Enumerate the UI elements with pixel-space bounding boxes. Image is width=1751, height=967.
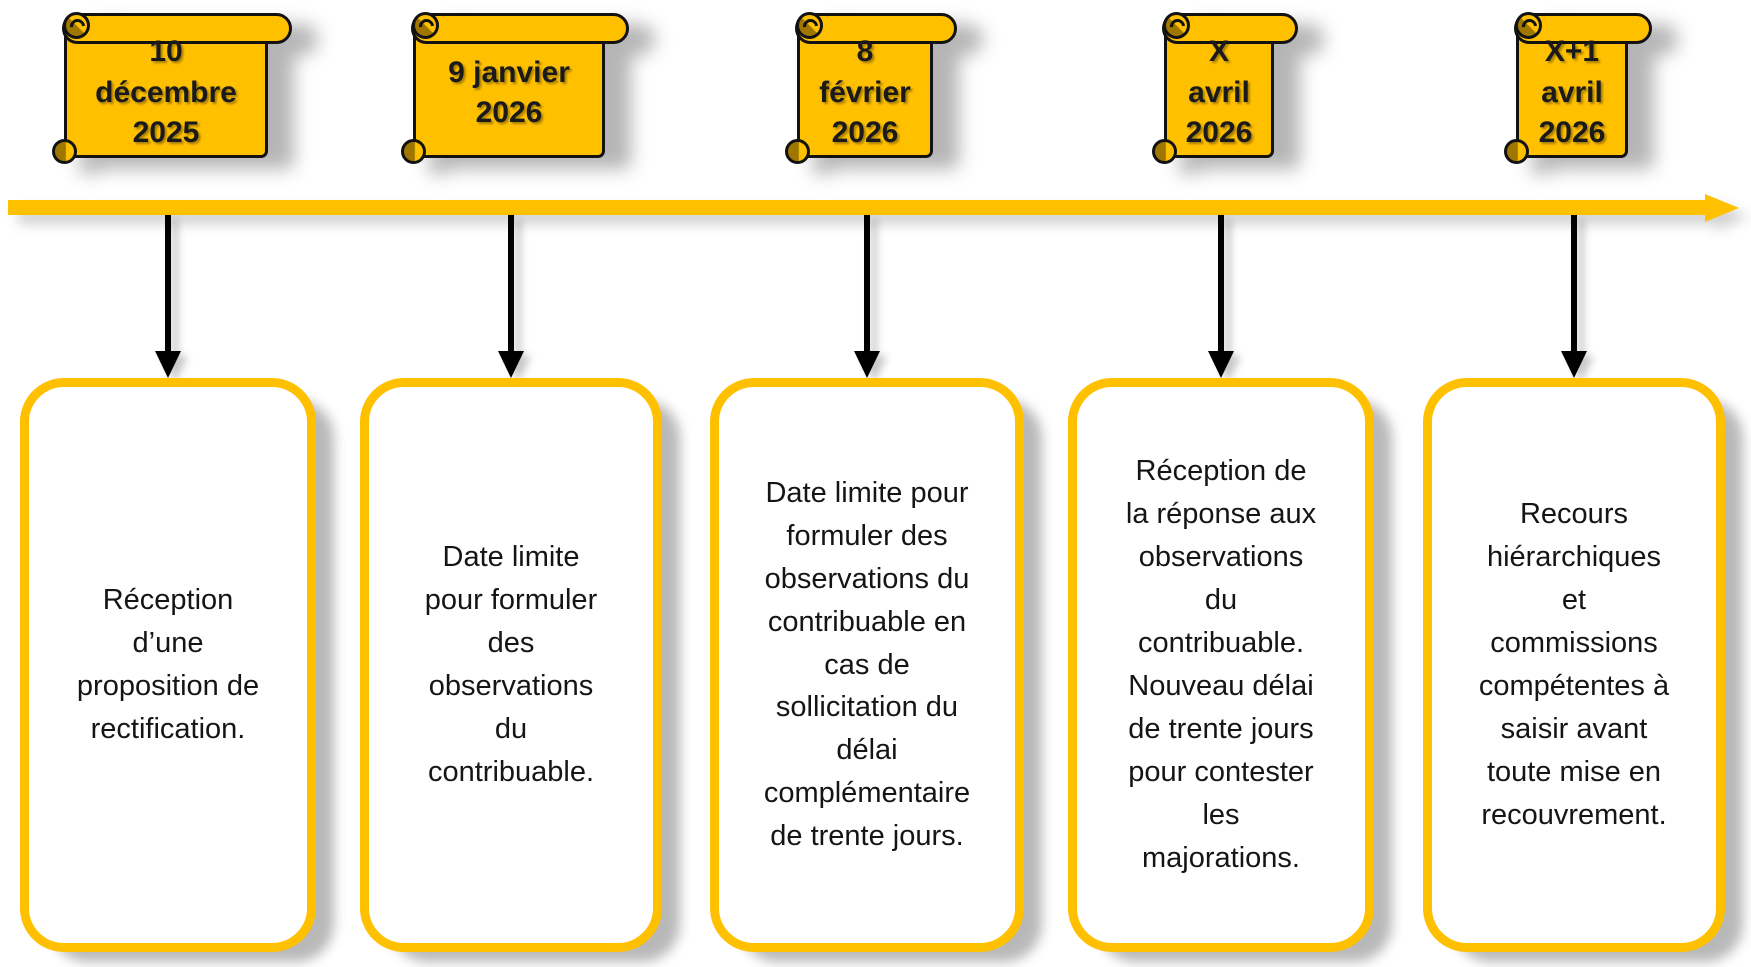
date-label: 8 février 2026 xyxy=(819,35,911,150)
scroll-spiral-curl-icon xyxy=(412,12,439,39)
date-scroll: X avril 2026 xyxy=(1152,8,1298,164)
scroll-bottom-curl-icon xyxy=(1504,139,1529,164)
event-card: Réception d’une proposition de rectifica… xyxy=(20,378,316,952)
scroll-shape-icon xyxy=(1152,8,1298,164)
event-description: Réception d’une proposition de rectifica… xyxy=(76,584,260,745)
event-card: Date limite pour formuler des observatio… xyxy=(360,378,662,952)
scroll-body xyxy=(413,28,605,158)
date-scroll: X+1 avril 2026 xyxy=(1504,8,1652,164)
scroll-spiral-curl-icon xyxy=(796,12,823,39)
down-arrow-icon xyxy=(508,215,514,352)
scroll-bottom-curl-icon xyxy=(785,139,810,164)
scroll-spiral-curl-icon xyxy=(1163,12,1190,39)
scroll-bottom-curl-icon xyxy=(1152,139,1177,164)
scroll-shape-icon xyxy=(401,8,629,164)
event-description: Recours hiérarchiques et commissions com… xyxy=(1478,498,1670,831)
event-description: Date limite pour formuler des observatio… xyxy=(763,476,971,853)
date-label: X avril 2026 xyxy=(1185,35,1253,150)
date-scroll: 8 février 2026 xyxy=(785,8,957,164)
scroll-bottom-curl-icon xyxy=(401,139,426,164)
scroll-spiral-curl-icon xyxy=(1515,12,1542,39)
scroll-body xyxy=(797,28,933,158)
timeline-arrow xyxy=(8,200,1706,215)
date-label: 9 janvier 2026 xyxy=(448,55,570,130)
timeline-column-5: X+1 avril 2026 Recours hiérarchiques et … xyxy=(1423,0,1725,967)
scroll-shape-icon xyxy=(785,8,957,164)
scroll-shape-icon xyxy=(52,8,292,164)
date-scroll: 10 décembre 2025 xyxy=(52,8,292,164)
timeline-column-1: 10 décembre 2025 Réception d’une proposi… xyxy=(20,0,316,967)
event-card: Date limite pour formuler des observatio… xyxy=(710,378,1024,952)
scroll-top-roll xyxy=(411,13,629,44)
scroll-shape-icon xyxy=(1504,8,1652,164)
date-scroll: 9 janvier 2026 xyxy=(401,8,629,164)
timeline-column-3: 8 février 2026 Date limite pour formuler… xyxy=(710,0,1024,967)
date-label: 10 décembre 2025 xyxy=(95,35,237,150)
event-card: Recours hiérarchiques et commissions com… xyxy=(1423,378,1725,952)
scroll-body xyxy=(64,28,268,158)
event-description: Date limite pour formuler des observatio… xyxy=(424,541,598,788)
down-arrow-icon xyxy=(165,215,171,352)
down-arrow-icon xyxy=(864,215,870,352)
down-arrow-icon xyxy=(1218,215,1224,352)
down-arrow-icon xyxy=(1571,215,1577,352)
timeline-column-2: 9 janvier 2026 Date limite pour formuler… xyxy=(360,0,662,967)
scroll-spiral-curl-icon xyxy=(63,12,90,39)
scroll-body xyxy=(1516,28,1628,158)
scroll-bottom-curl-icon xyxy=(52,139,77,164)
event-card: Réception de la réponse aux observations… xyxy=(1068,378,1374,952)
event-description: Réception de la réponse aux observations… xyxy=(1125,455,1317,874)
timeline-column-4: X avril 2026 Réception de la réponse aux… xyxy=(1068,0,1374,967)
date-label: X+1 avril 2026 xyxy=(1538,35,1606,150)
